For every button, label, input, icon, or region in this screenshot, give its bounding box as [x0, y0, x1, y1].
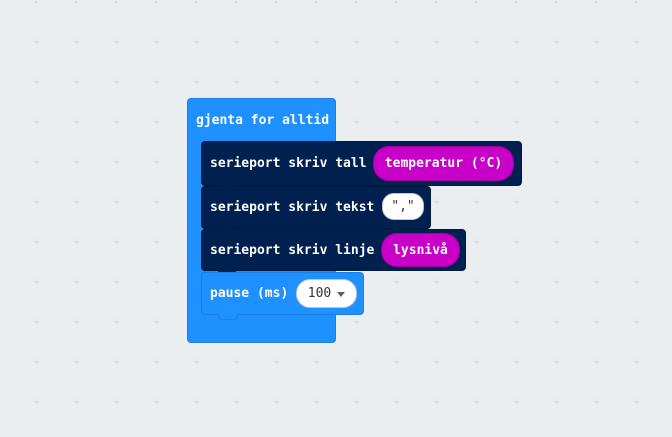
- temperature-reporter[interactable]: temperatur (°C): [373, 146, 514, 181]
- block-notch: [218, 313, 238, 320]
- pause-duration-dropdown[interactable]: 100: [296, 279, 357, 308]
- light-level-reporter-label: lysnivå: [393, 242, 448, 258]
- forever-block-label: gjenta for alltid: [196, 113, 330, 128]
- serial-write-number-label: serieport skriv tall: [210, 156, 367, 171]
- pause-duration-value: 100: [307, 286, 332, 301]
- text-string-value: ",": [391, 199, 415, 214]
- pause-block-label: pause (ms): [210, 286, 289, 301]
- serial-write-string-block[interactable]: serieport skriv tekst: [201, 186, 431, 234]
- temperature-reporter-label: temperatur (°C): [384, 156, 503, 171]
- serial-write-line-label: serieport skriv linje: [210, 242, 375, 258]
- chevron-down-icon: [337, 291, 346, 297]
- light-level-reporter[interactable]: lysnivå: [381, 233, 460, 267]
- serial-write-string-label: serieport skriv tekst: [210, 200, 375, 215]
- text-string-input[interactable]: ",": [382, 193, 424, 220]
